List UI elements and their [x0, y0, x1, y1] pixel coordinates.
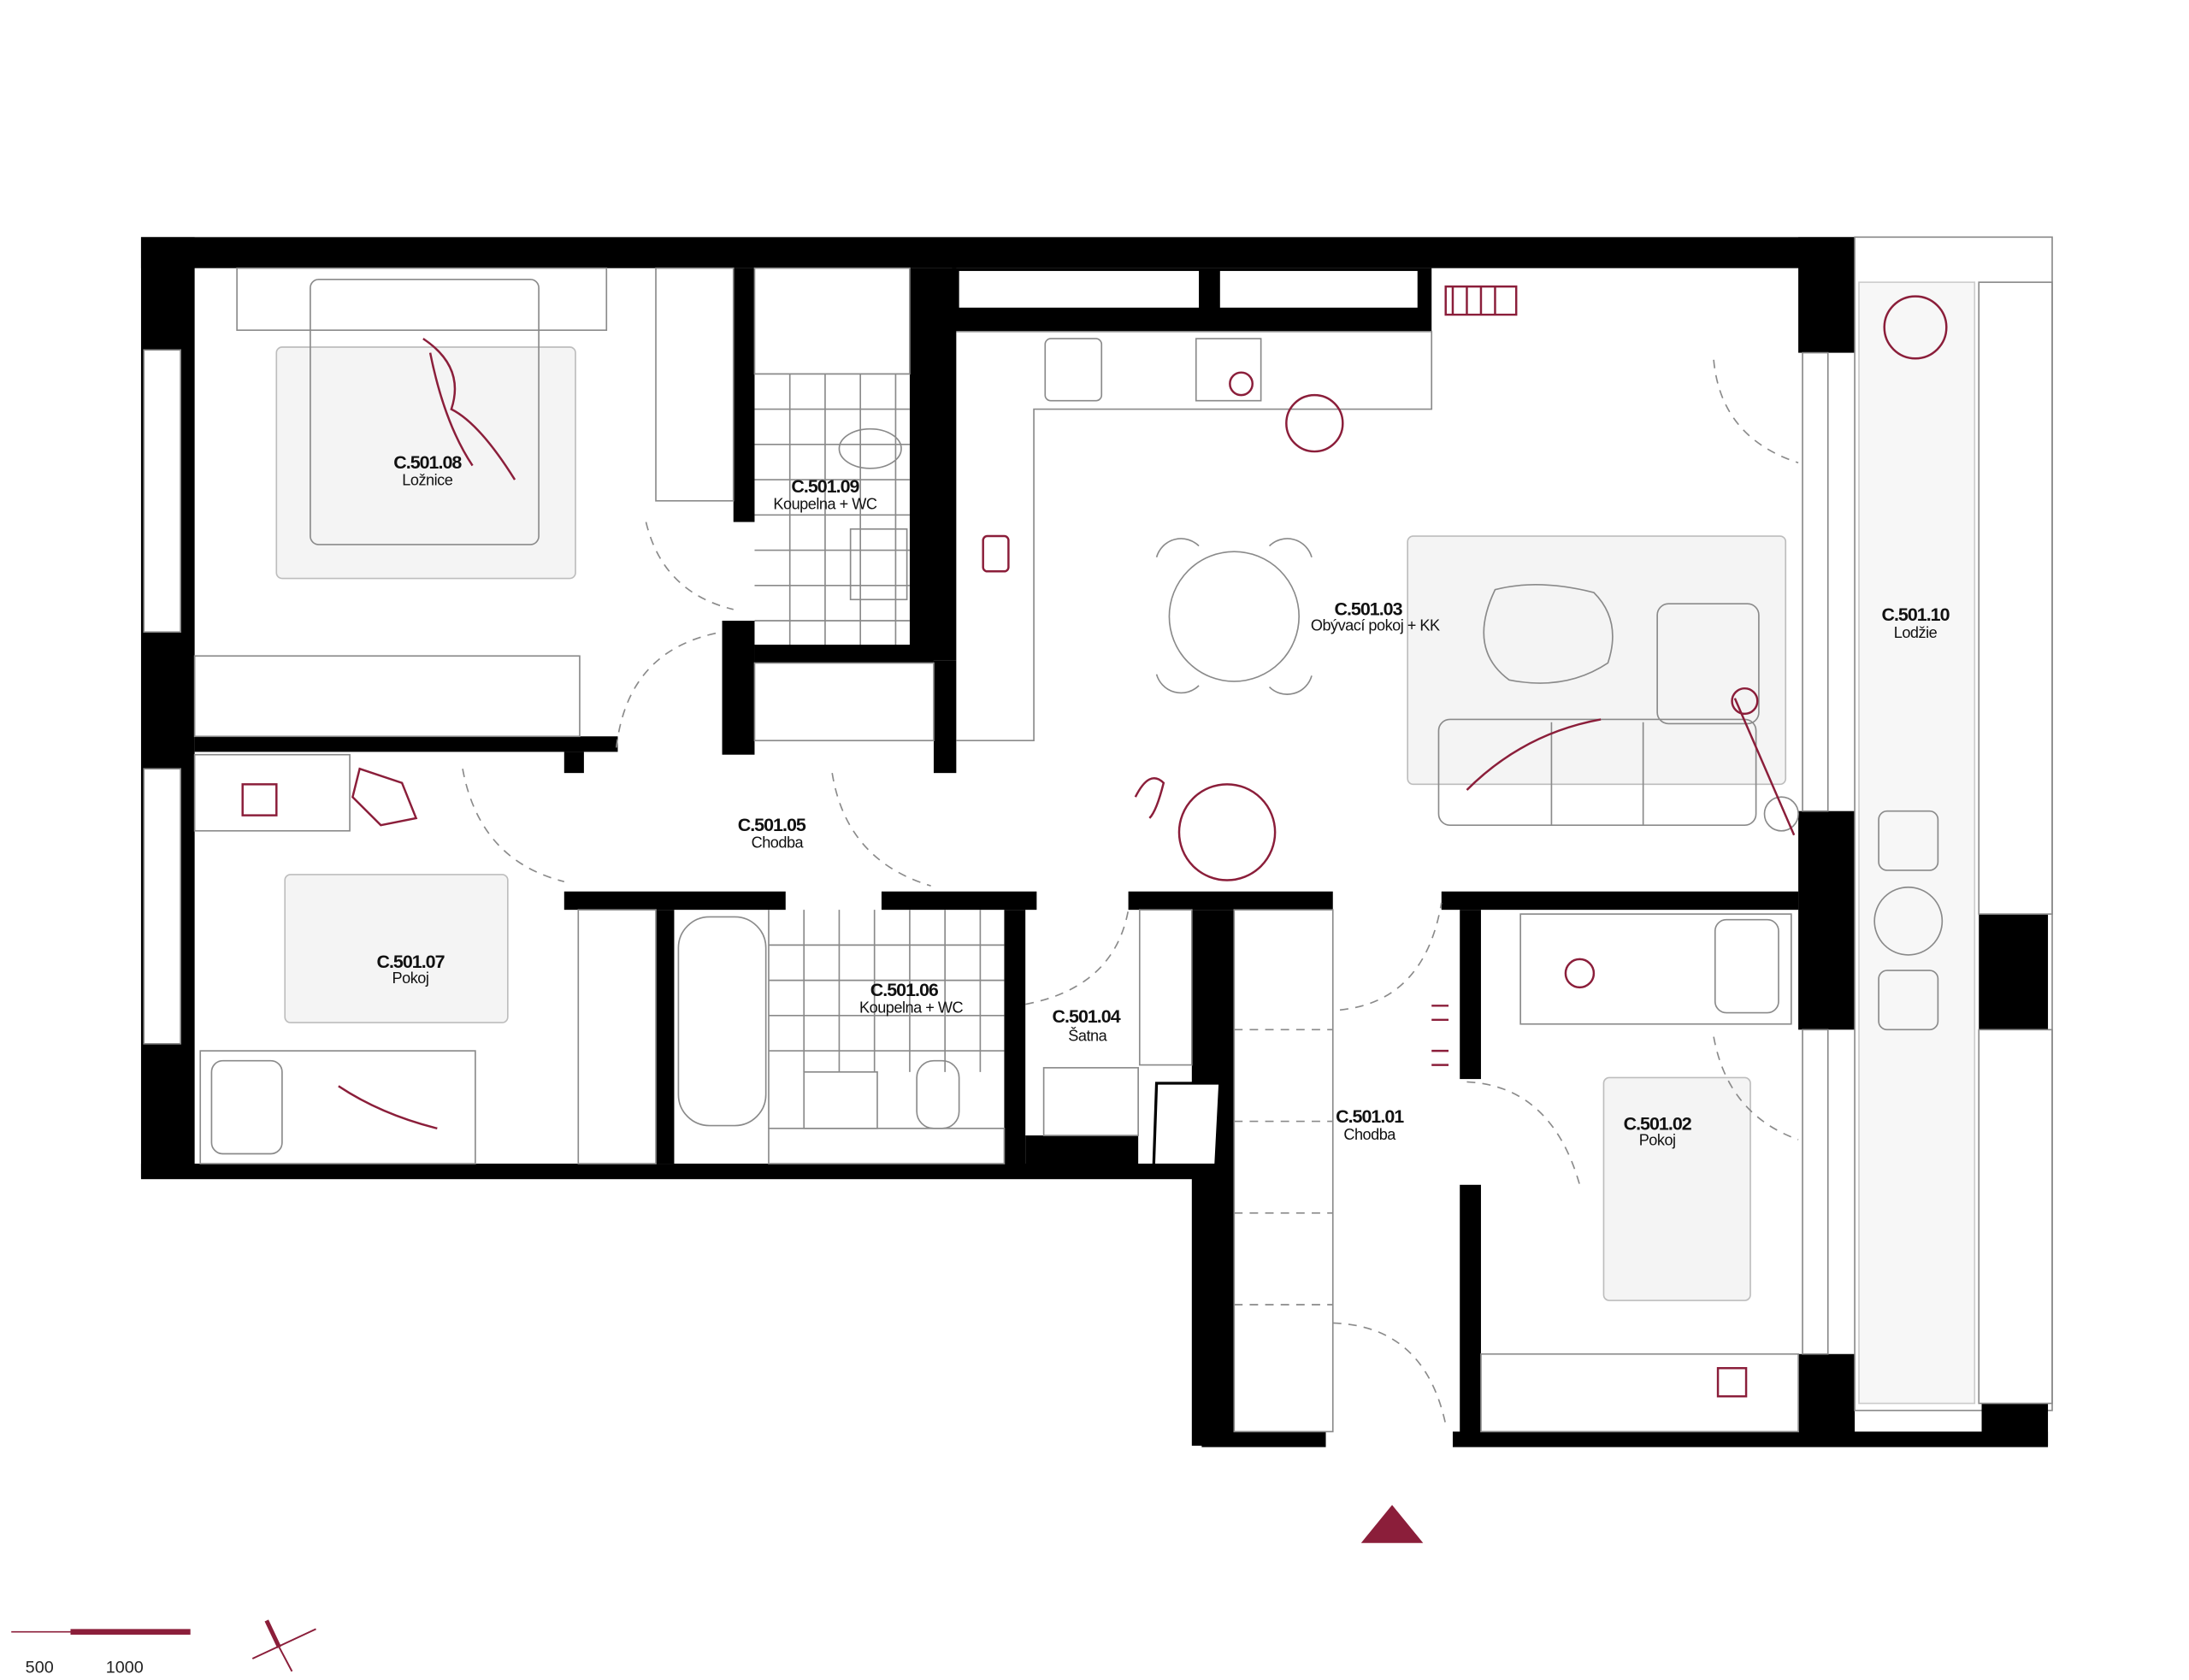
room-name: Lodžie	[1894, 624, 1938, 641]
room-labels: C.501.08 Ložnice C.501.09 Koupelna + WC …	[376, 452, 1950, 1149]
room-code: C.501.08	[393, 452, 462, 473]
scale-label-1000: 1000	[106, 1659, 144, 1677]
triangle-up-icon	[1360, 1505, 1424, 1543]
room-name: Chodba	[752, 834, 805, 852]
scale-bar: 500 1000	[11, 1629, 191, 1677]
room-code: C.501.09	[791, 476, 859, 497]
room-code: C.501.06	[870, 980, 939, 1000]
room-name: Chodba	[1343, 1126, 1396, 1143]
room-name: Koupelna + WC	[773, 496, 876, 513]
room-name: Koupelna + WC	[859, 999, 963, 1017]
room-name: Obývací pokoj + KK	[1311, 617, 1440, 634]
scale-label-500: 500	[26, 1659, 54, 1677]
room-code: C.501.05	[738, 815, 806, 835]
rugs	[275, 281, 1976, 1405]
furniture	[193, 267, 1944, 1433]
room-name: Šatna	[1068, 1027, 1107, 1045]
walls	[140, 236, 2053, 1447]
compass-arrow-icon	[251, 1619, 316, 1672]
room-code: C.501.01	[1336, 1106, 1404, 1127]
room-name: Pokoj	[392, 970, 429, 987]
room-code: C.501.04	[1053, 1006, 1121, 1027]
doors[interactable]	[462, 359, 1799, 1425]
room-code: C.501.03	[1334, 598, 1402, 619]
room-code: C.501.07	[376, 952, 444, 972]
room-code: C.501.02	[1624, 1113, 1692, 1134]
room-name: Ložnice	[402, 472, 452, 489]
decor	[241, 285, 1948, 1398]
room-code: C.501.10	[1881, 604, 1950, 625]
room-name: Pokoj	[1639, 1132, 1676, 1149]
